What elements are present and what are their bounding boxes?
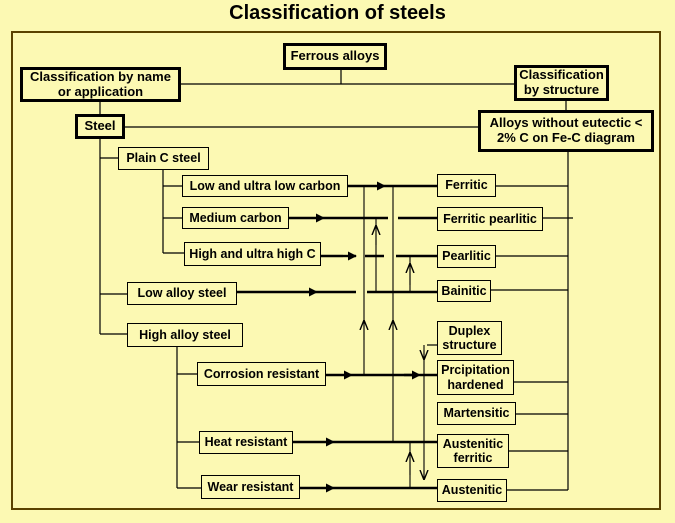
low-carbon-box: Low and ultra low carbon [182, 175, 348, 197]
tree-connectors [99, 137, 202, 489]
top-connectors [99, 68, 567, 128]
ferritic-box: Ferritic [437, 174, 496, 197]
steel-box: Steel [75, 114, 125, 139]
corrosion-resistant-box: Corrosion resistant [197, 362, 326, 386]
bainitic-box: Bainitic [437, 280, 491, 302]
diagram-frame [11, 31, 661, 510]
high-alloy-steel-box: High alloy steel [127, 323, 243, 347]
pearlitic-box: Pearlitic [437, 245, 496, 268]
without-eutectic-box: Alloys without eutectic < 2% C on Fe-C d… [478, 110, 654, 152]
heat-resistant-box: Heat resistant [199, 431, 293, 454]
martensitic-box: Martensitic [437, 402, 516, 425]
ferrous-alloys-box: Ferrous alloys [283, 43, 387, 70]
medium-carbon-box: Medium carbon [182, 207, 289, 229]
diagram-title: Classification of steels [229, 2, 446, 24]
wear-resistant-box: Wear resistant [201, 475, 300, 499]
flow-lines [236, 181, 438, 493]
ferritic-pearlitic-box: Ferritic pearlitic [437, 207, 543, 231]
by-name-box: Classification by name or application [20, 67, 181, 102]
precipitation-hardened-box: Prcipitation hardened [437, 360, 514, 395]
austenitic-box: Austenitic [437, 479, 507, 502]
high-carbon-box: High and ultra high C [184, 242, 321, 266]
austenitic-ferritic-box: Austenitic ferritic [437, 434, 509, 468]
vertical-arrows [364, 186, 424, 488]
low-alloy-steel-box: Low alloy steel [127, 282, 237, 305]
duplex-structure-box: Duplex structure [437, 321, 502, 355]
plain-c-steel-box: Plain C steel [118, 147, 209, 170]
structure-connectors [427, 152, 573, 491]
by-structure-box: Classification by structure [514, 65, 609, 101]
